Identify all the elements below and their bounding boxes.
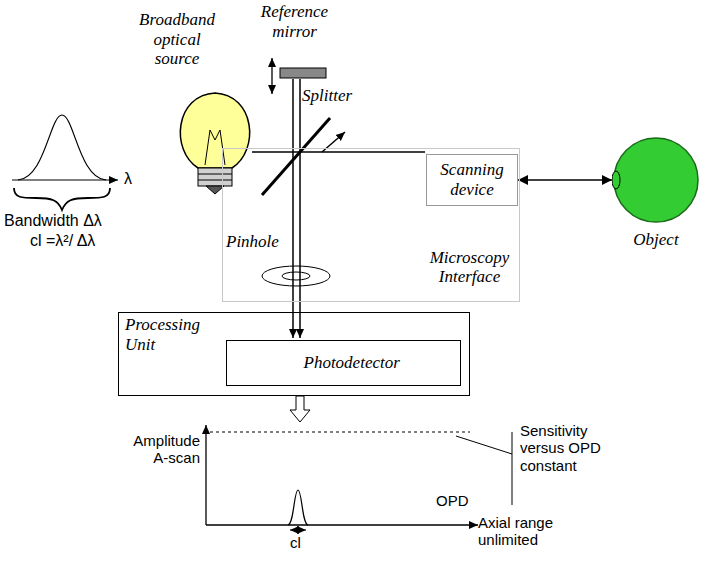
annotation-label: Splitter [302, 86, 372, 106]
annotation-label: λ [124, 170, 144, 188]
annotation-label: Broadband optical source [132, 10, 222, 69]
light-bulb [180, 93, 249, 194]
beam-splitter [262, 118, 330, 195]
node-label: Object [612, 230, 700, 250]
a-scan-plot [206, 425, 512, 530]
spectrum-plot [12, 115, 118, 210]
output-arrow [290, 396, 310, 422]
node-label: Microscopy Interface [422, 248, 517, 287]
object-eye: Object [612, 136, 700, 268]
annotation-label: Axial range unlimited [478, 514, 568, 549]
node-label: Processing Unit [125, 315, 215, 354]
annotation-label: Bandwidth Δλ [4, 212, 102, 230]
eye-circle [612, 136, 700, 226]
connector-arrow [518, 179, 612, 181]
annotation-label: cl [290, 534, 320, 551]
annotation-label: cl =λ²/ Δλ [30, 232, 95, 250]
interface-region: Microscopy Interface Scanning device [222, 148, 520, 302]
annotation-label: Amplitude A-scan [120, 432, 200, 467]
process-box: Scanning device [426, 154, 518, 206]
annotation-label: Pinhole [226, 232, 296, 252]
unit-box: Processing UnitPhotodetector [118, 312, 470, 396]
process-box: Photodetector [226, 340, 461, 386]
reference-mirror [280, 68, 326, 78]
annotation-label: Sensitivity versus OPD constant [520, 422, 620, 474]
pinhole [262, 266, 330, 286]
annotation-label: Reference mirror [252, 2, 337, 41]
annotation-label: OPD [436, 492, 486, 509]
node-label: Scanning device [432, 160, 512, 199]
mirror-motion [271, 58, 272, 94]
light-beams [252, 79, 425, 338]
node-label: Photodetector [304, 353, 384, 373]
